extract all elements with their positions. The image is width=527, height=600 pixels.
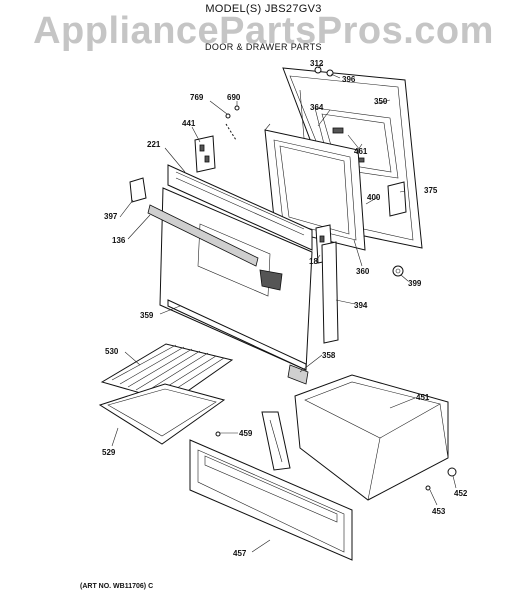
callout-359: 359 [140, 311, 154, 320]
callout-360: 360 [356, 267, 370, 276]
hinge-bracket-375 [387, 181, 407, 217]
nut-399 [392, 265, 404, 277]
art-number: (ART NO. WB11706) C [80, 583, 154, 590]
section-title: DOOR & DRAWER PARTS [205, 42, 322, 52]
model-title: MODEL(S) JBS27GV3 [205, 3, 322, 15]
door-bottom-358 [287, 364, 309, 385]
callout-452: 452 [454, 489, 468, 498]
callout-530: 530 [105, 347, 119, 356]
hinge-441 [194, 135, 216, 173]
callout-457: 457 [233, 549, 247, 558]
screws [225, 66, 334, 141]
callout-18: 18 [309, 257, 318, 266]
callout-350: 350 [374, 97, 388, 106]
callout-358: 358 [322, 351, 336, 360]
callout-453: 453 [432, 507, 446, 516]
callout-364: 364 [310, 103, 324, 112]
drawer-hardware [215, 431, 457, 491]
callout-394: 394 [354, 301, 368, 310]
callout-690: 690 [227, 93, 241, 102]
drawer-box [294, 374, 449, 501]
drawer-side-panel [261, 411, 291, 471]
watermark: AppliancePartsPros.com [33, 10, 494, 52]
oven-door-panel [147, 164, 313, 371]
callout-136: 136 [112, 236, 126, 245]
door-post-394 [321, 241, 339, 344]
callout-397: 397 [104, 212, 118, 221]
callout-451: 451 [416, 393, 430, 402]
callout-399: 399 [408, 279, 422, 288]
leader-lines [111, 63, 457, 553]
callout-459: 459 [239, 429, 253, 438]
callout-221: 221 [147, 140, 161, 149]
broiler-pan [98, 383, 226, 445]
callout-769: 769 [190, 93, 204, 102]
side-block-397 [129, 177, 147, 203]
callout-375: 375 [424, 186, 438, 195]
drawer-front [189, 439, 353, 561]
callout-400: 400 [367, 193, 381, 202]
callout-396: 396 [342, 75, 356, 84]
bottom-trim-359 [167, 299, 307, 371]
callout-312: 312 [310, 59, 324, 68]
callout-461: 461 [354, 147, 368, 156]
callout-441: 441 [182, 119, 196, 128]
callout-529: 529 [102, 448, 116, 457]
callout-labels: 312 396 769 690 350 364 441 461 221 375 … [102, 59, 468, 558]
